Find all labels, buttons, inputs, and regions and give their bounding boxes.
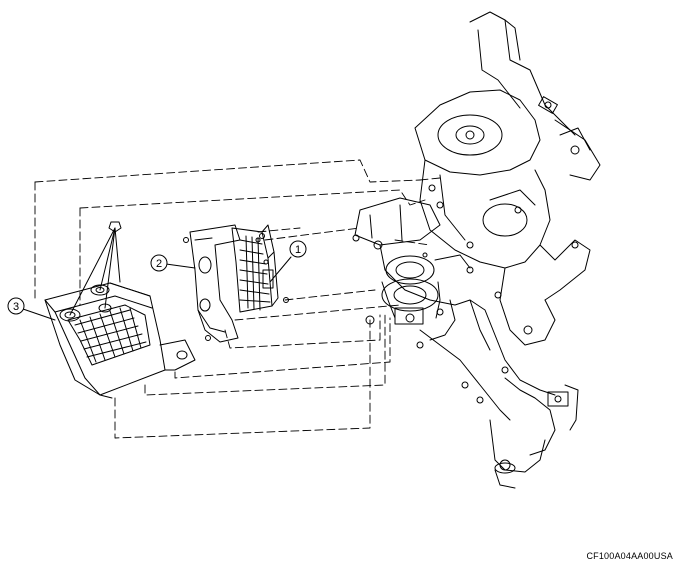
figure-code: CF100A04AA00USA	[586, 551, 673, 561]
assembly-guide-lines	[34, 159, 441, 439]
callout-3-label: 3	[13, 301, 19, 313]
callout-1-label: 1	[295, 244, 301, 256]
callout-3: 3	[7, 297, 25, 315]
part-2-bracket	[183, 224, 241, 343]
callout-1: 1	[289, 240, 307, 258]
callout-2-label: 2	[156, 258, 162, 270]
part-3-tray-cover	[44, 221, 196, 399]
part-1-control-module	[231, 224, 289, 313]
callout-2: 2	[150, 254, 168, 272]
callout-leaders	[22, 256, 292, 321]
vehicle-frame	[352, 11, 601, 489]
